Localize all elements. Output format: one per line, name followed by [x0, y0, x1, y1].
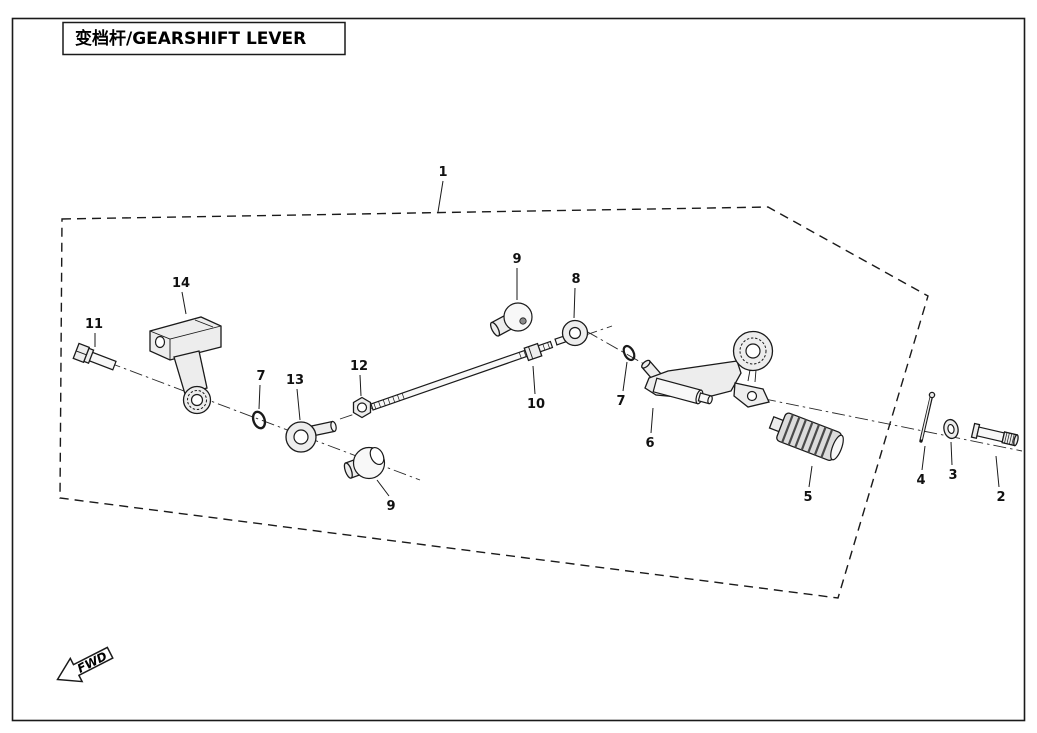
leader-line: [921, 445, 926, 471]
leader-line: [258, 384, 261, 410]
leader-line: [650, 407, 654, 434]
leader-line: [995, 455, 1000, 488]
callout-oring-7-left: 7: [256, 369, 266, 410]
leader-line: [376, 479, 390, 497]
part-oring-7-right: [622, 344, 636, 362]
fwd-arrow-shape: [56, 646, 114, 683]
part-nut-12: [352, 396, 372, 419]
part-washer-3: [943, 418, 959, 440]
callout-ball-cap-9-top: 9: [512, 252, 522, 300]
callout-label-4: 4: [916, 473, 925, 488]
leader-line: [808, 465, 813, 488]
callout-oring-7-right: 7: [616, 361, 628, 409]
part-bolt-11: [72, 342, 117, 371]
callout-label-9-bottom: 9: [386, 499, 395, 514]
callout-label-1: 1: [438, 165, 447, 180]
title-box: 变档杆/GEARSHIFT LEVER: [62, 21, 346, 56]
callout-label-3: 3: [948, 468, 957, 483]
callout-label-14: 14: [172, 276, 190, 291]
callout-label-12: 12: [350, 359, 368, 374]
callout-nut-12: 12: [350, 359, 368, 397]
drawing-border: [11, 17, 1026, 722]
leader-line: [622, 361, 628, 392]
part-cotter-pin-4: [919, 391, 936, 443]
callout-nut-10: 10: [527, 365, 545, 412]
part-ball-cap-9-bottom: [343, 446, 386, 480]
callout-ball-socket-13: 13: [286, 373, 304, 421]
leader-line: [950, 441, 953, 466]
part-rod-end-8: [554, 319, 589, 347]
callout-footpeg-5: 5: [803, 465, 813, 505]
part-shift-rod: [370, 340, 554, 411]
leader-line: [437, 180, 444, 213]
callout-shift-lever-6: 6: [645, 407, 655, 451]
part-nut-10: [523, 342, 543, 362]
leader-line: [359, 374, 362, 397]
callout-ball-cap-9-bottom: 9: [376, 479, 396, 514]
part-ball-cap-9-top: [489, 302, 533, 337]
callout-pivot-bolt-2: 2: [995, 455, 1006, 505]
callout-label-11: 11: [85, 317, 103, 332]
callout-washer-3: 3: [948, 441, 958, 483]
leader-line: [296, 388, 301, 421]
part-shift-lever-6: [641, 330, 774, 408]
axis-line-footpeg: [739, 393, 1023, 452]
part-oring-7-left: [251, 410, 267, 430]
part-footpeg-5: [768, 412, 844, 461]
leader-line: [573, 287, 576, 319]
title-box-frame: [62, 21, 346, 56]
callout-label-9-top: 9: [512, 252, 521, 267]
assembly-boundary: [59, 206, 929, 599]
fwd-label: FWD: [75, 649, 109, 676]
callout-cotter-pin-4: 4: [916, 445, 926, 488]
callout-assembly-1: 1: [437, 165, 448, 213]
callout-label-5: 5: [803, 490, 812, 505]
axis-line-left: [85, 353, 421, 481]
fwd-arrow: FWD: [56, 646, 114, 683]
part-ball-socket-13: [285, 420, 337, 453]
callout-label-2: 2: [996, 490, 1005, 505]
page-title: 变档杆/GEARSHIFT LEVER: [75, 28, 306, 49]
callout-rod-end-8: 8: [571, 272, 581, 319]
part-pivot-bolt-2: [970, 422, 1019, 447]
callout-label-10: 10: [527, 397, 545, 412]
callout-label-8: 8: [571, 272, 580, 287]
callout-bolt-11: 11: [85, 317, 103, 347]
callout-clamp-bracket-14: 14: [172, 276, 190, 315]
callout-label-7-left: 7: [256, 369, 265, 384]
part-clamp-bracket-14: [149, 316, 222, 415]
callout-label-13: 13: [286, 373, 304, 388]
leader-line: [532, 365, 536, 395]
callout-label-6: 6: [645, 436, 654, 451]
callout-label-7-right: 7: [616, 394, 625, 409]
leader-line: [181, 291, 187, 315]
